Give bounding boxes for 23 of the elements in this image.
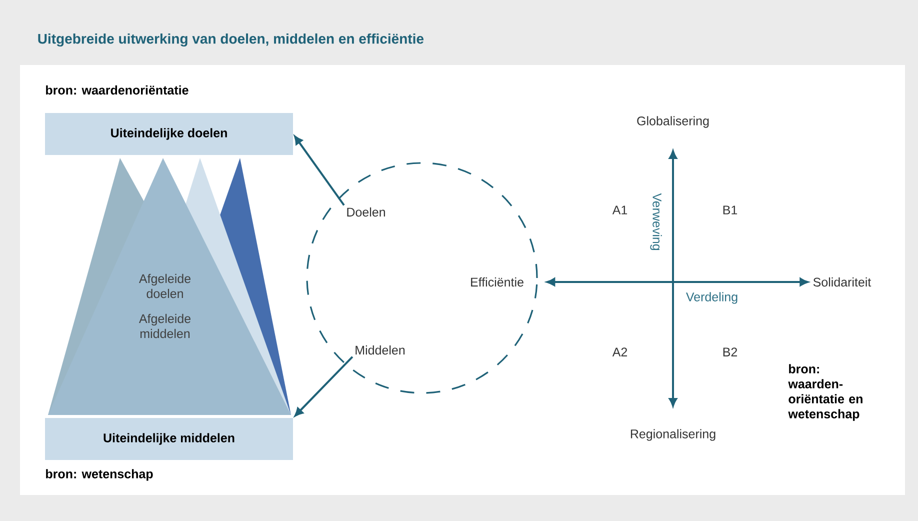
source-note: bron: wetenschap <box>46 469 153 481</box>
arrow <box>294 136 345 206</box>
arrow <box>668 150 678 407</box>
arrow <box>546 278 808 286</box>
axis-label: Solidariteit <box>813 277 872 287</box>
edge-label: Verdeling <box>684 291 740 305</box>
goal-box: Uiteindelijke middelen <box>45 418 293 460</box>
axis-label: Regionalisering <box>630 429 716 441</box>
dashed-circle <box>306 162 538 394</box>
source-note: bron: waardenoriëntatie <box>46 85 188 95</box>
arrow <box>294 356 354 416</box>
source-note: bron: waarden- oriëntatie en wetenschap <box>788 364 862 421</box>
quadrant-label: A1 <box>612 206 628 214</box>
goal-box: Uiteindelijke doelen <box>45 113 293 155</box>
cycle-label: Middelen <box>356 345 405 355</box>
axis-label: Efficiëntie <box>471 277 524 287</box>
axis-label: Globalisering <box>637 116 709 128</box>
quadrant-label: B2 <box>723 348 738 356</box>
cycle-label: Doelen <box>347 207 385 217</box>
quadrant-label: A2 <box>612 348 628 356</box>
edge-label: Verweving <box>649 192 663 252</box>
quadrant-label: B1 <box>723 206 738 214</box>
title: Uitgebreide uitwerking van doelen, middelen en efficiëntie <box>38 33 424 47</box>
